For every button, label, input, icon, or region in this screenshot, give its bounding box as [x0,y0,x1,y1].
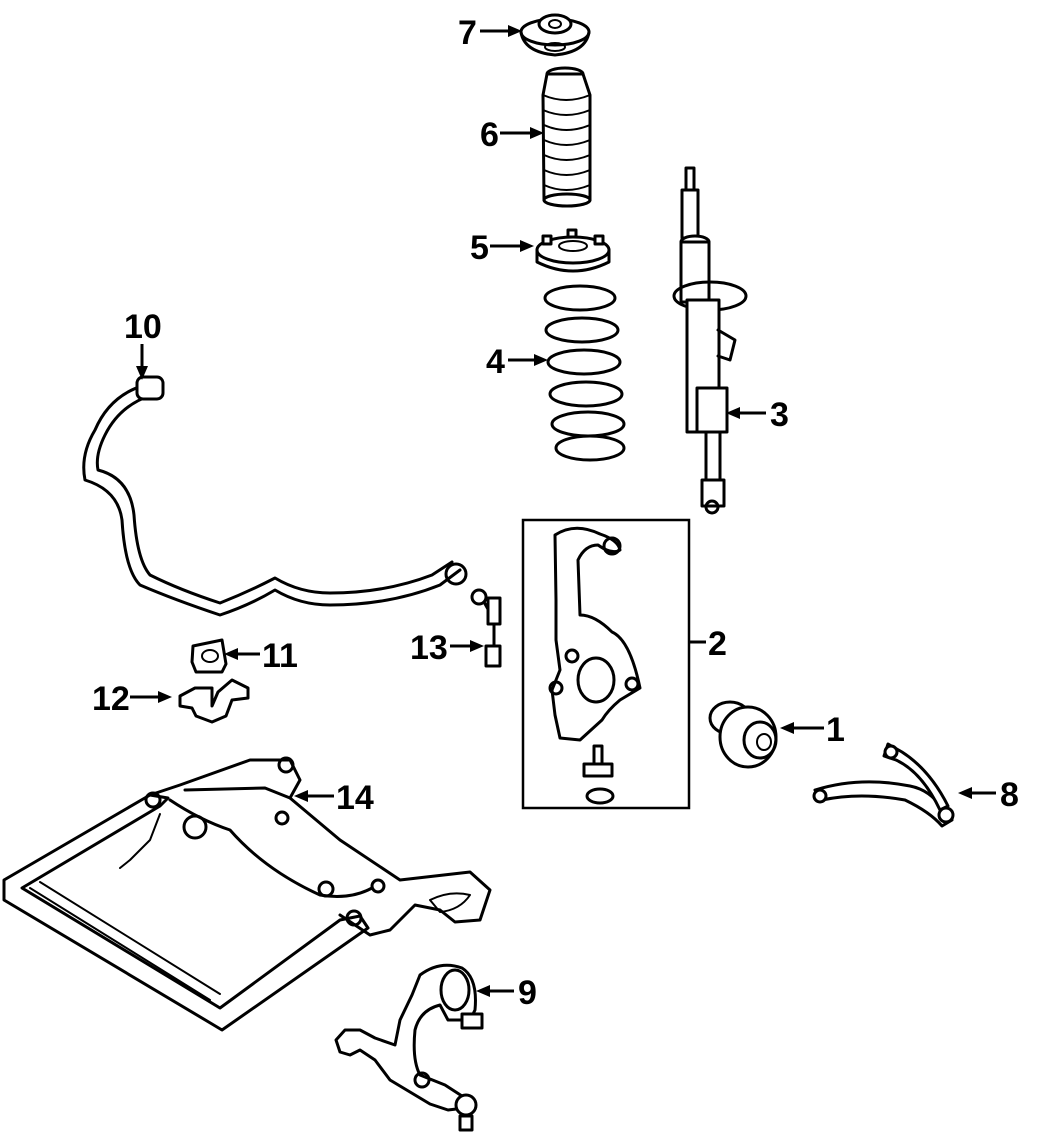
stabilizer-link-part[interactable] [470,588,502,668]
ball-joint-part[interactable] [582,744,615,805]
knuckle-box [521,518,691,810]
callout-4: 4 [486,343,505,381]
callout-6: 6 [480,116,499,154]
callout-13: 13 [410,629,448,667]
callout-3: 3 [770,396,789,434]
callout-labels: 7 6 5 4 3 10 11 12 13 2 1 8 14 9 [92,14,1019,1012]
upper-control-arm-part[interactable] [812,742,955,828]
callout-14: 14 [336,779,374,817]
bracket-part[interactable] [178,678,250,724]
bushing-part[interactable] [190,638,228,674]
stabilizer-bar-part[interactable] [82,375,468,617]
callout-8: 8 [1000,776,1019,814]
callout-10: 10 [124,308,162,346]
callout-7: 7 [458,14,477,52]
dust-boot-part[interactable] [541,66,592,208]
callout-2: 2 [708,625,727,663]
strut-mount-part[interactable] [519,13,591,57]
hub-bearing-part[interactable] [708,700,778,769]
callout-11: 11 [262,637,298,675]
strut-part[interactable] [672,166,748,515]
coil-spring-part[interactable] [543,284,626,462]
leader-arrows [130,25,996,997]
spring-seat-part[interactable] [535,228,611,273]
callout-12: 12 [92,680,130,718]
callout-9: 9 [518,974,537,1012]
callout-1: 1 [826,711,845,749]
lower-control-arm-part[interactable] [334,963,484,1132]
steering-knuckle-part[interactable] [548,526,642,742]
callout-5: 5 [470,229,489,267]
crossmember-part[interactable] [2,756,492,1032]
